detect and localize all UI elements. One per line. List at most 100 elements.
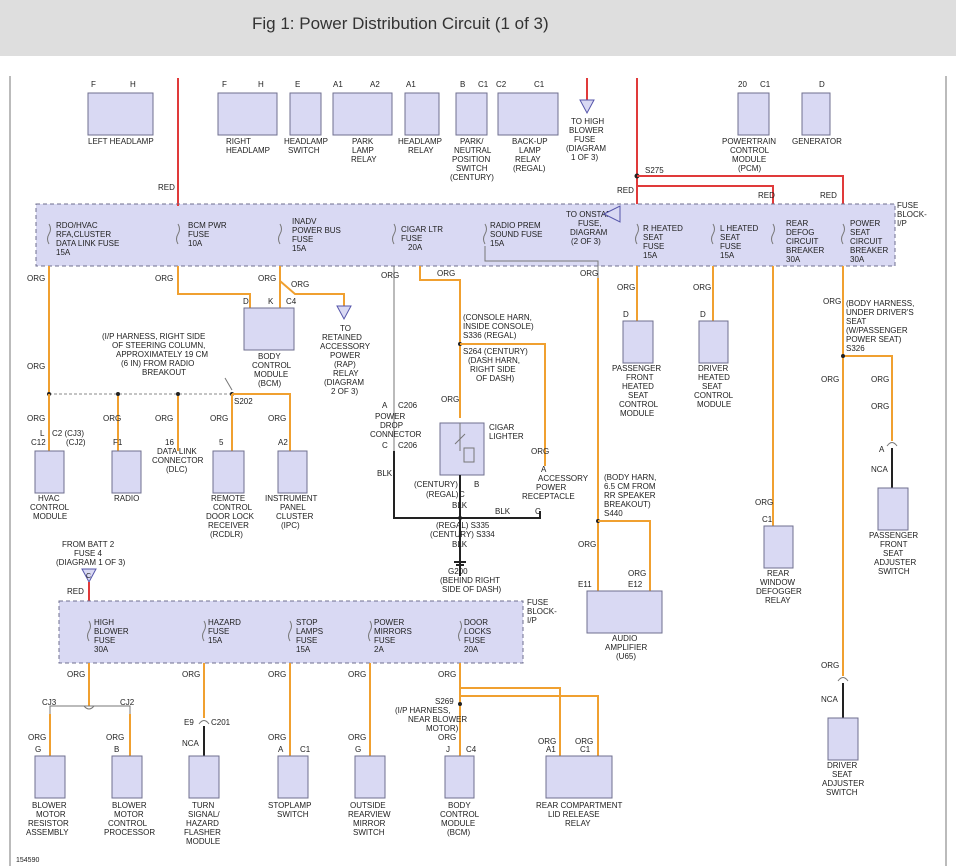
svg-text:L: L [40, 429, 45, 438]
svg-text:D: D [819, 80, 825, 89]
svg-text:C4: C4 [286, 297, 297, 306]
svg-text:DRIVER: DRIVER [698, 364, 728, 373]
body-control-module-bottom: J C4 BODY CONTROL MODULE (BCM) [440, 745, 480, 837]
svg-text:15A: 15A [490, 239, 505, 248]
fuse-symbols-top [47, 223, 845, 245]
svg-text:LEFT HEADLAMP: LEFT HEADLAMP [88, 137, 154, 146]
svg-text:FUSE: FUSE [574, 135, 595, 144]
svg-text:INSIDE CONSOLE): INSIDE CONSOLE) [463, 322, 534, 331]
svg-text:(DIAGRAM: (DIAGRAM [324, 378, 364, 387]
svg-text:16: 16 [165, 438, 174, 447]
power-drop-connector: A C206 POWER DROP CONNECTOR C C206 BLK [370, 401, 422, 478]
svg-text:(REGAL): (REGAL) [426, 490, 459, 499]
svg-text:RDO/HVAC: RDO/HVAC [56, 221, 98, 230]
svg-text:BLOWER: BLOWER [94, 627, 129, 636]
fuse-bcm-pwr: BCM PWR FUSE 10A [188, 221, 227, 248]
driver-seat-adjuster-switch: NCA DRIVER SEAT ADJUSTER SWITCH [821, 677, 864, 797]
svg-text:15A: 15A [56, 248, 71, 257]
svg-text:(CENTURY) S334: (CENTURY) S334 [430, 530, 495, 539]
svg-text:(BODY HARNESS,: (BODY HARNESS, [846, 299, 914, 308]
svg-text:BREAKER: BREAKER [786, 246, 824, 255]
from-batt-2-fuse-4: FROM BATT 2 FUSE 4 (DIAGRAM 1 OF 3) C RE… [56, 540, 126, 596]
cigar-lighter: CIGAR LIGHTER (CENTURY) B (REGAL) C BLK [414, 422, 524, 510]
svg-text:RED: RED [67, 587, 84, 596]
svg-text:CONTROL: CONTROL [440, 810, 480, 819]
svg-text:MODULE: MODULE [620, 409, 654, 418]
svg-text:(REGAL): (REGAL) [513, 164, 546, 173]
svg-text:TURN: TURN [192, 801, 214, 810]
svg-text:RED: RED [758, 191, 775, 200]
svg-text:(W/PASSENGER: (W/PASSENGER [846, 326, 908, 335]
svg-text:HEADLAMP: HEADLAMP [284, 137, 328, 146]
svg-text:BLOWER: BLOWER [32, 801, 67, 810]
to-rap-relay: TO RETAINED ACCESSORY POWER (RAP) RELAY … [320, 305, 371, 396]
svg-text:A1: A1 [406, 80, 416, 89]
right-headlamp: F H RIGHT HEADLAMP [217, 80, 278, 155]
svg-text:ORG: ORG [538, 737, 556, 746]
svg-text:AMPLIFIER: AMPLIFIER [605, 643, 647, 652]
svg-text:H: H [130, 80, 136, 89]
rear-compartment-lid-release-relay: A1 C1 REAR COMPARTMENT LID RELEASE RELAY [536, 745, 622, 828]
svg-text:E12: E12 [628, 580, 643, 589]
svg-text:F: F [91, 80, 96, 89]
svg-text:ORG: ORG [106, 733, 124, 742]
svg-text:BLOWER: BLOWER [112, 801, 147, 810]
svg-text:BODY: BODY [448, 801, 471, 810]
svg-text:FLASHER: FLASHER [184, 828, 221, 837]
svg-text:S336 (REGAL): S336 (REGAL) [463, 331, 517, 340]
svg-text:RESISTOR: RESISTOR [28, 819, 69, 828]
svg-text:SEAT: SEAT [628, 391, 648, 400]
svg-text:NCA: NCA [821, 695, 839, 704]
svg-text:A: A [541, 465, 547, 474]
svg-text:REAR: REAR [786, 219, 808, 228]
svg-text:20A: 20A [464, 645, 479, 654]
to-onstar-fuse: TO ONSTAR FUSE, DIAGRAM (2 OF 3) [566, 205, 621, 246]
svg-text:HEATED: HEATED [698, 373, 730, 382]
svg-text:MODULE: MODULE [186, 837, 220, 846]
back-up-lamp-relay: C2 C1 BACK-UP LAMP RELAY (REGAL) [496, 80, 559, 173]
svg-text:A1: A1 [333, 80, 343, 89]
svg-text:TO: TO [340, 324, 351, 333]
svg-text:SEAT: SEAT [846, 317, 866, 326]
svg-text:RIGHT: RIGHT [226, 137, 251, 146]
svg-text:LOCKS: LOCKS [464, 627, 491, 636]
svg-text:K: K [268, 297, 274, 306]
svg-text:BACK-UP: BACK-UP [512, 137, 548, 146]
svg-text:MOTOR: MOTOR [114, 810, 144, 819]
passenger-seat-adjuster-switch: A NCA PASSENGER FRONT SEAT ADJUSTER SWIT… [869, 442, 918, 576]
svg-text:DIAGRAM: DIAGRAM [570, 228, 608, 237]
svg-text:BREAKOUT): BREAKOUT) [604, 500, 651, 509]
svg-text:SWITCH: SWITCH [456, 164, 488, 173]
fuse-symbols-bottom [87, 620, 462, 642]
fuse-radio-prem: RADIO PREM SOUND FUSE 15A [490, 221, 542, 248]
s335-splice: (REGAL) S335 (CENTURY) S334 BLK G200 (BE… [430, 516, 501, 594]
svg-text:C1: C1 [478, 80, 489, 89]
svg-text:(DLC): (DLC) [166, 465, 188, 474]
svg-text:FUSE: FUSE [374, 636, 395, 645]
svg-text:ORG: ORG [268, 733, 286, 742]
svg-text:(DIAGRAM: (DIAGRAM [566, 144, 606, 153]
svg-text:5: 5 [219, 438, 224, 447]
svg-text:OF DASH): OF DASH) [476, 374, 515, 383]
svg-text:DOOR: DOOR [464, 618, 488, 627]
svg-text:POWER: POWER [375, 412, 405, 421]
svg-text:LAMP: LAMP [352, 146, 374, 155]
svg-text:RED: RED [158, 183, 175, 192]
svg-text:HEADLAMP: HEADLAMP [398, 137, 442, 146]
svg-text:PROCESSOR: PROCESSOR [104, 828, 155, 837]
svg-text:FUSE: FUSE [897, 201, 918, 210]
svg-text:ORG: ORG [291, 280, 309, 289]
svg-text:C1: C1 [762, 515, 773, 524]
svg-text:2A: 2A [374, 645, 384, 654]
svg-text:2 OF 3): 2 OF 3) [331, 387, 358, 396]
svg-text:MOTOR: MOTOR [36, 810, 66, 819]
svg-text:ACCESSORY: ACCESSORY [538, 474, 589, 483]
svg-text:MODULE: MODULE [441, 819, 475, 828]
svg-text:PANEL: PANEL [280, 503, 306, 512]
svg-text:(RAP): (RAP) [334, 360, 356, 369]
svg-text:ORG: ORG [580, 269, 598, 278]
svg-text:ORG: ORG [348, 670, 366, 679]
svg-text:(RCDLR): (RCDLR) [210, 530, 243, 539]
svg-text:POWER SEAT): POWER SEAT) [846, 335, 902, 344]
svg-text:I/P: I/P [897, 219, 907, 228]
